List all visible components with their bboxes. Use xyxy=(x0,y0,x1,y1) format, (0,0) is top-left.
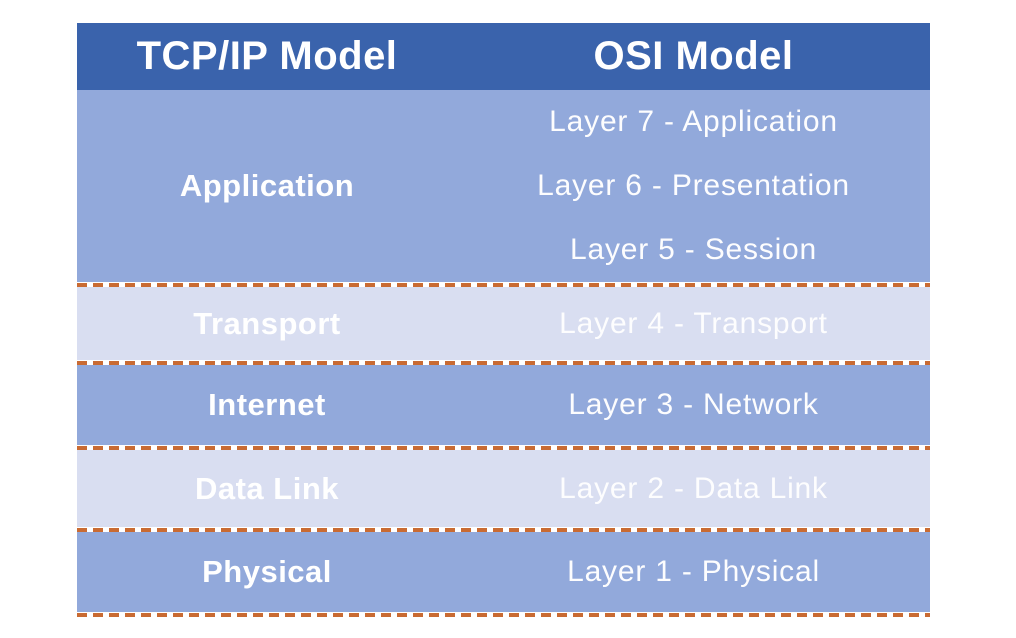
osi-layer-5-session: Layer 5 - Session xyxy=(569,233,818,266)
tcpip-layer-transport: Transport xyxy=(193,305,341,341)
dashed-separator xyxy=(77,612,930,617)
table-row-physical: Physical Layer 1 - Physical xyxy=(77,532,930,612)
tcpip-model-header: TCP/IP Model xyxy=(136,34,398,78)
osi-layer-2-datalink: Layer 2 - Data Link xyxy=(559,471,828,505)
table-row-internet: Internet Layer 3 - Network xyxy=(77,365,930,445)
osi-layers-7-6-5: Layer 7 - Application Layer 6 - Presenta… xyxy=(457,90,930,282)
osi-layer-1-physical: Layer 1 - Physical xyxy=(567,555,820,588)
dashed-separator xyxy=(77,282,930,287)
dashed-separator xyxy=(77,445,930,450)
table-row-datalink: Data Link Layer 2 - Data Link xyxy=(77,450,930,527)
tcpip-layer-application: Application xyxy=(179,168,355,203)
osi-model-header: OSI Model xyxy=(593,34,794,78)
dashed-separator xyxy=(77,527,930,532)
tcpip-layer-datalink: Data Link xyxy=(194,470,340,506)
osi-layer-4-transport: Layer 4 - Transport xyxy=(559,306,828,340)
table-row-transport: Transport Layer 4 - Transport xyxy=(77,287,930,360)
tcpip-layer-physical: Physical xyxy=(202,554,332,589)
osi-layer-3-network: Layer 3 - Network xyxy=(568,388,819,421)
table-row-application: Application Layer 7 - Application Layer … xyxy=(77,90,930,282)
tcpip-layer-internet: Internet xyxy=(208,387,326,422)
osi-layer-7-application: Layer 7 - Application xyxy=(549,105,838,138)
model-comparison-table: TCP/IP Model OSI Model Application Layer… xyxy=(77,23,930,617)
dashed-separator xyxy=(77,360,930,365)
osi-layer-6-presentation: Layer 6 - Presentation xyxy=(537,169,850,202)
table-header-row: TCP/IP Model OSI Model xyxy=(77,23,930,90)
